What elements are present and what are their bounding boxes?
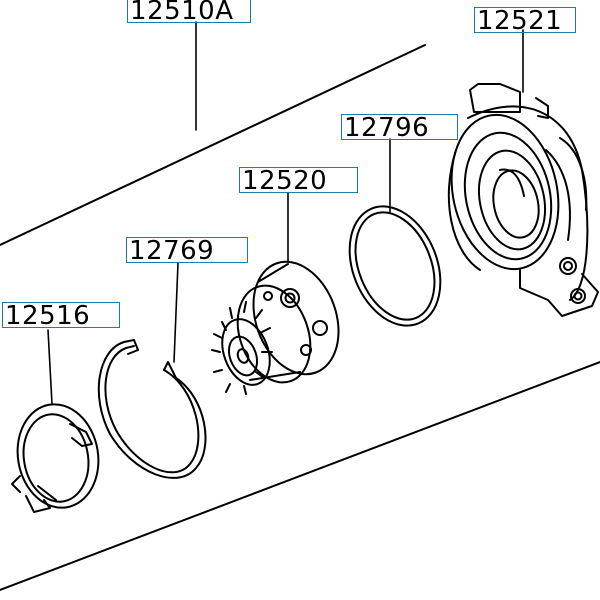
compressor-housing-drawing — [447, 83, 599, 317]
part-label-12520[interactable]: 12520 — [239, 167, 358, 194]
o-ring-drawing — [348, 205, 442, 327]
part-label-12796[interactable]: 12796 — [341, 114, 458, 141]
part-label-12769[interactable]: 12769 — [126, 237, 248, 264]
snap-ring-drawing — [97, 339, 207, 479]
part-label-12510a[interactable]: 12510A — [127, 0, 251, 24]
cartridge-drawing — [211, 260, 340, 395]
part-label-12516[interactable]: 12516 — [2, 302, 120, 329]
clamp-band-drawing — [11, 403, 100, 513]
leader-lines — [47, 21, 524, 405]
assembly-boundary-lines — [0, 44, 600, 591]
part-label-12521[interactable]: 12521 — [474, 7, 576, 34]
